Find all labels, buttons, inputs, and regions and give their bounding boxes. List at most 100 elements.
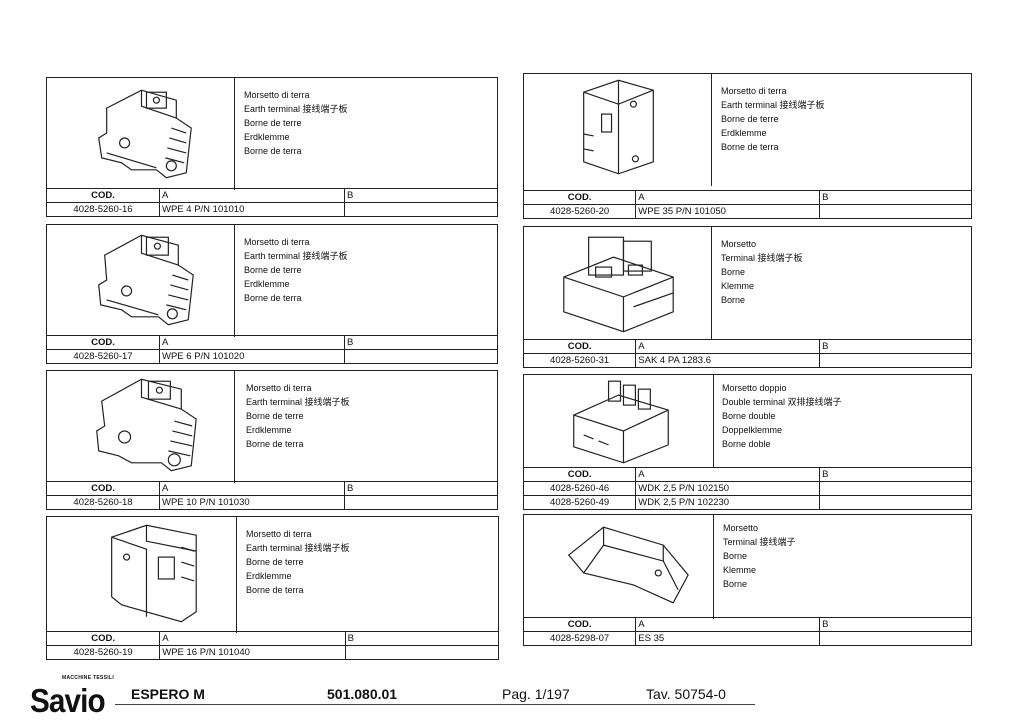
desc-line: Erdklemme bbox=[246, 571, 292, 581]
cell-a: WPE 10 P/N 101030 bbox=[159, 495, 345, 509]
col-a: A bbox=[159, 188, 345, 203]
table-row: 4028-5260-18 WPE 10 P/N 101030 bbox=[47, 495, 497, 509]
col-a: A bbox=[159, 631, 346, 646]
desc-line: Earth terminal 接线端子板 bbox=[246, 543, 350, 553]
cell-b bbox=[344, 349, 497, 363]
desc-line: Borne de terra bbox=[244, 146, 302, 156]
col-a: A bbox=[635, 190, 820, 205]
desc-line: Klemme bbox=[723, 565, 757, 575]
part-card-2: Morsetto di terra Earth terminal 接线端子板 B… bbox=[46, 224, 498, 364]
description: Morsetto di terra Earth terminal 接线端子板 B… bbox=[721, 84, 825, 154]
table-row: 4028-5260-17 WPE 6 P/N 101020 bbox=[47, 349, 497, 363]
col-cod: COD. bbox=[524, 339, 636, 354]
desc-line: Erdklemme bbox=[244, 279, 290, 289]
cell-b bbox=[819, 353, 971, 367]
part-card-5: Morsetto di terra Earth terminal 接线端子板 B… bbox=[523, 73, 972, 219]
table-row: 4028-5260-49 WDK 2,5 P/N 102230 bbox=[524, 495, 971, 509]
cell-b bbox=[819, 631, 971, 645]
part-card-7: Morsetto doppio Double terminal 双排接线端子 B… bbox=[523, 374, 972, 510]
col-b: B bbox=[819, 339, 971, 354]
cell-a: ES 35 bbox=[635, 631, 820, 645]
col-cod: COD. bbox=[524, 617, 636, 632]
col-a: A bbox=[635, 467, 820, 482]
description: Morsetto Terminal 接线端子 Borne Klemme Born… bbox=[723, 521, 796, 591]
description: Morsetto di terra Earth terminal 接线端子板 B… bbox=[246, 381, 350, 451]
desc-line: Borne bbox=[721, 267, 746, 277]
table-header-row: COD. A B bbox=[47, 188, 497, 203]
cell-b bbox=[344, 645, 498, 659]
desc-line: Borne de terra bbox=[244, 293, 302, 303]
desc-line: Morsetto di terra bbox=[244, 90, 310, 100]
footer-underline bbox=[115, 704, 755, 705]
desc-line: Borne de terre bbox=[244, 265, 302, 275]
cell-code: 4028-5260-49 bbox=[524, 495, 636, 509]
description: Morsetto doppio Double terminal 双排接线端子 B… bbox=[722, 381, 842, 451]
cell-b bbox=[819, 481, 971, 496]
col-cod: COD. bbox=[47, 335, 160, 350]
code-table: COD. A B 4028-5298-07 ES 35 bbox=[524, 617, 971, 645]
cell-a: WPE 35 P/N 101050 bbox=[635, 204, 820, 218]
desc-line: Borne de terre bbox=[244, 118, 302, 128]
cell-code: 4028-5260-17 bbox=[47, 349, 160, 363]
table-header-row: COD. A B bbox=[47, 335, 497, 350]
terminal-drawing-3 bbox=[47, 371, 235, 483]
col-cod: COD. bbox=[47, 188, 160, 203]
logo-subtitle: MACCHINE TESSILI bbox=[62, 675, 115, 681]
code-table: COD. A B 4028-5260-16 WPE 4 P/N 101010 bbox=[47, 188, 497, 216]
part-card-1: Morsetto di terra Earth terminal 接线端子板 B… bbox=[46, 77, 498, 217]
cell-code: 4028-5260-20 bbox=[524, 204, 636, 218]
terminal-drawing-6 bbox=[524, 227, 712, 339]
desc-line: Borne doble bbox=[722, 439, 771, 449]
desc-line: Morsetto di terra bbox=[244, 237, 310, 247]
col-a: A bbox=[635, 339, 820, 354]
cell-a: WDK 2,5 P/N 102150 bbox=[635, 481, 820, 496]
desc-line: Morsetto bbox=[721, 239, 757, 249]
page-number: Pag. 1/197 bbox=[502, 686, 570, 702]
desc-line: Borne de terre bbox=[721, 114, 779, 124]
cell-a: WPE 4 P/N 101010 bbox=[159, 202, 345, 216]
cell-b bbox=[344, 202, 497, 216]
terminal-drawing-1 bbox=[47, 78, 235, 190]
desc-line: Borne de terra bbox=[246, 439, 304, 449]
earth-terminal-drawing bbox=[96, 378, 197, 472]
desc-line: Doppelklemme bbox=[722, 425, 783, 435]
table-row: 4028-5260-46 WDK 2,5 P/N 102150 bbox=[524, 481, 971, 496]
desc-line: Borne de terre bbox=[246, 411, 304, 421]
part-card-6: Morsetto Terminal 接线端子板 Borne Klemme Bor… bbox=[523, 226, 972, 368]
cell-a: SAK 4 PA 1283.6 bbox=[635, 353, 820, 367]
col-cod: COD. bbox=[524, 190, 636, 205]
desc-line: Klemme bbox=[721, 281, 755, 291]
description: Morsetto di terra Earth terminal 接线端子板 B… bbox=[246, 527, 350, 597]
table-header-row: COD. A B bbox=[524, 190, 971, 205]
code-table: COD. A B 4028-5260-31 SAK 4 PA 1283.6 bbox=[524, 339, 971, 367]
desc-line: Terminal 接线端子 bbox=[723, 537, 796, 547]
desc-line: Morsetto di terra bbox=[721, 86, 787, 96]
desc-line: Erdklemme bbox=[244, 132, 290, 142]
part-card-3: Morsetto di terra Earth terminal 接线端子板 B… bbox=[46, 370, 498, 510]
col-cod: COD. bbox=[47, 631, 160, 646]
terminal-drawing-5 bbox=[524, 74, 712, 186]
code-table: COD. A B 4028-5260-18 WPE 10 P/N 101030 bbox=[47, 481, 497, 509]
desc-line: Borne bbox=[721, 295, 746, 305]
terminal-drawing-4 bbox=[47, 517, 237, 633]
desc-line: Earth terminal 接线端子板 bbox=[721, 100, 825, 110]
end-stop-drawing bbox=[567, 526, 689, 604]
part-card-8: Morsetto Terminal 接线端子 Borne Klemme Born… bbox=[523, 514, 972, 646]
col-b: B bbox=[819, 190, 971, 205]
table-row: 4028-5298-07 ES 35 bbox=[524, 631, 971, 645]
desc-line: Borne double bbox=[722, 411, 776, 421]
terminal-drawing-8 bbox=[524, 515, 714, 619]
code-table: COD. A B 4028-5260-46 WDK 2,5 P/N 102150… bbox=[524, 467, 971, 509]
cell-b bbox=[819, 495, 971, 509]
table-header-row: COD. A B bbox=[47, 481, 497, 496]
earth-terminal-drawing bbox=[583, 79, 654, 175]
description: Morsetto di terra Earth terminal 接线端子板 B… bbox=[244, 88, 348, 158]
table-header-row: COD. A B bbox=[524, 339, 971, 354]
description: Morsetto Terminal 接线端子板 Borne Klemme Bor… bbox=[721, 237, 803, 307]
table-row: 4028-5260-31 SAK 4 PA 1283.6 bbox=[524, 353, 971, 367]
cell-code: 4028-5298-07 bbox=[524, 631, 636, 645]
document-code: 501.080.01 bbox=[327, 686, 398, 702]
table-header-row: COD. A B bbox=[47, 631, 498, 646]
cell-code: 4028-5260-46 bbox=[524, 481, 636, 496]
col-b: B bbox=[344, 631, 498, 646]
